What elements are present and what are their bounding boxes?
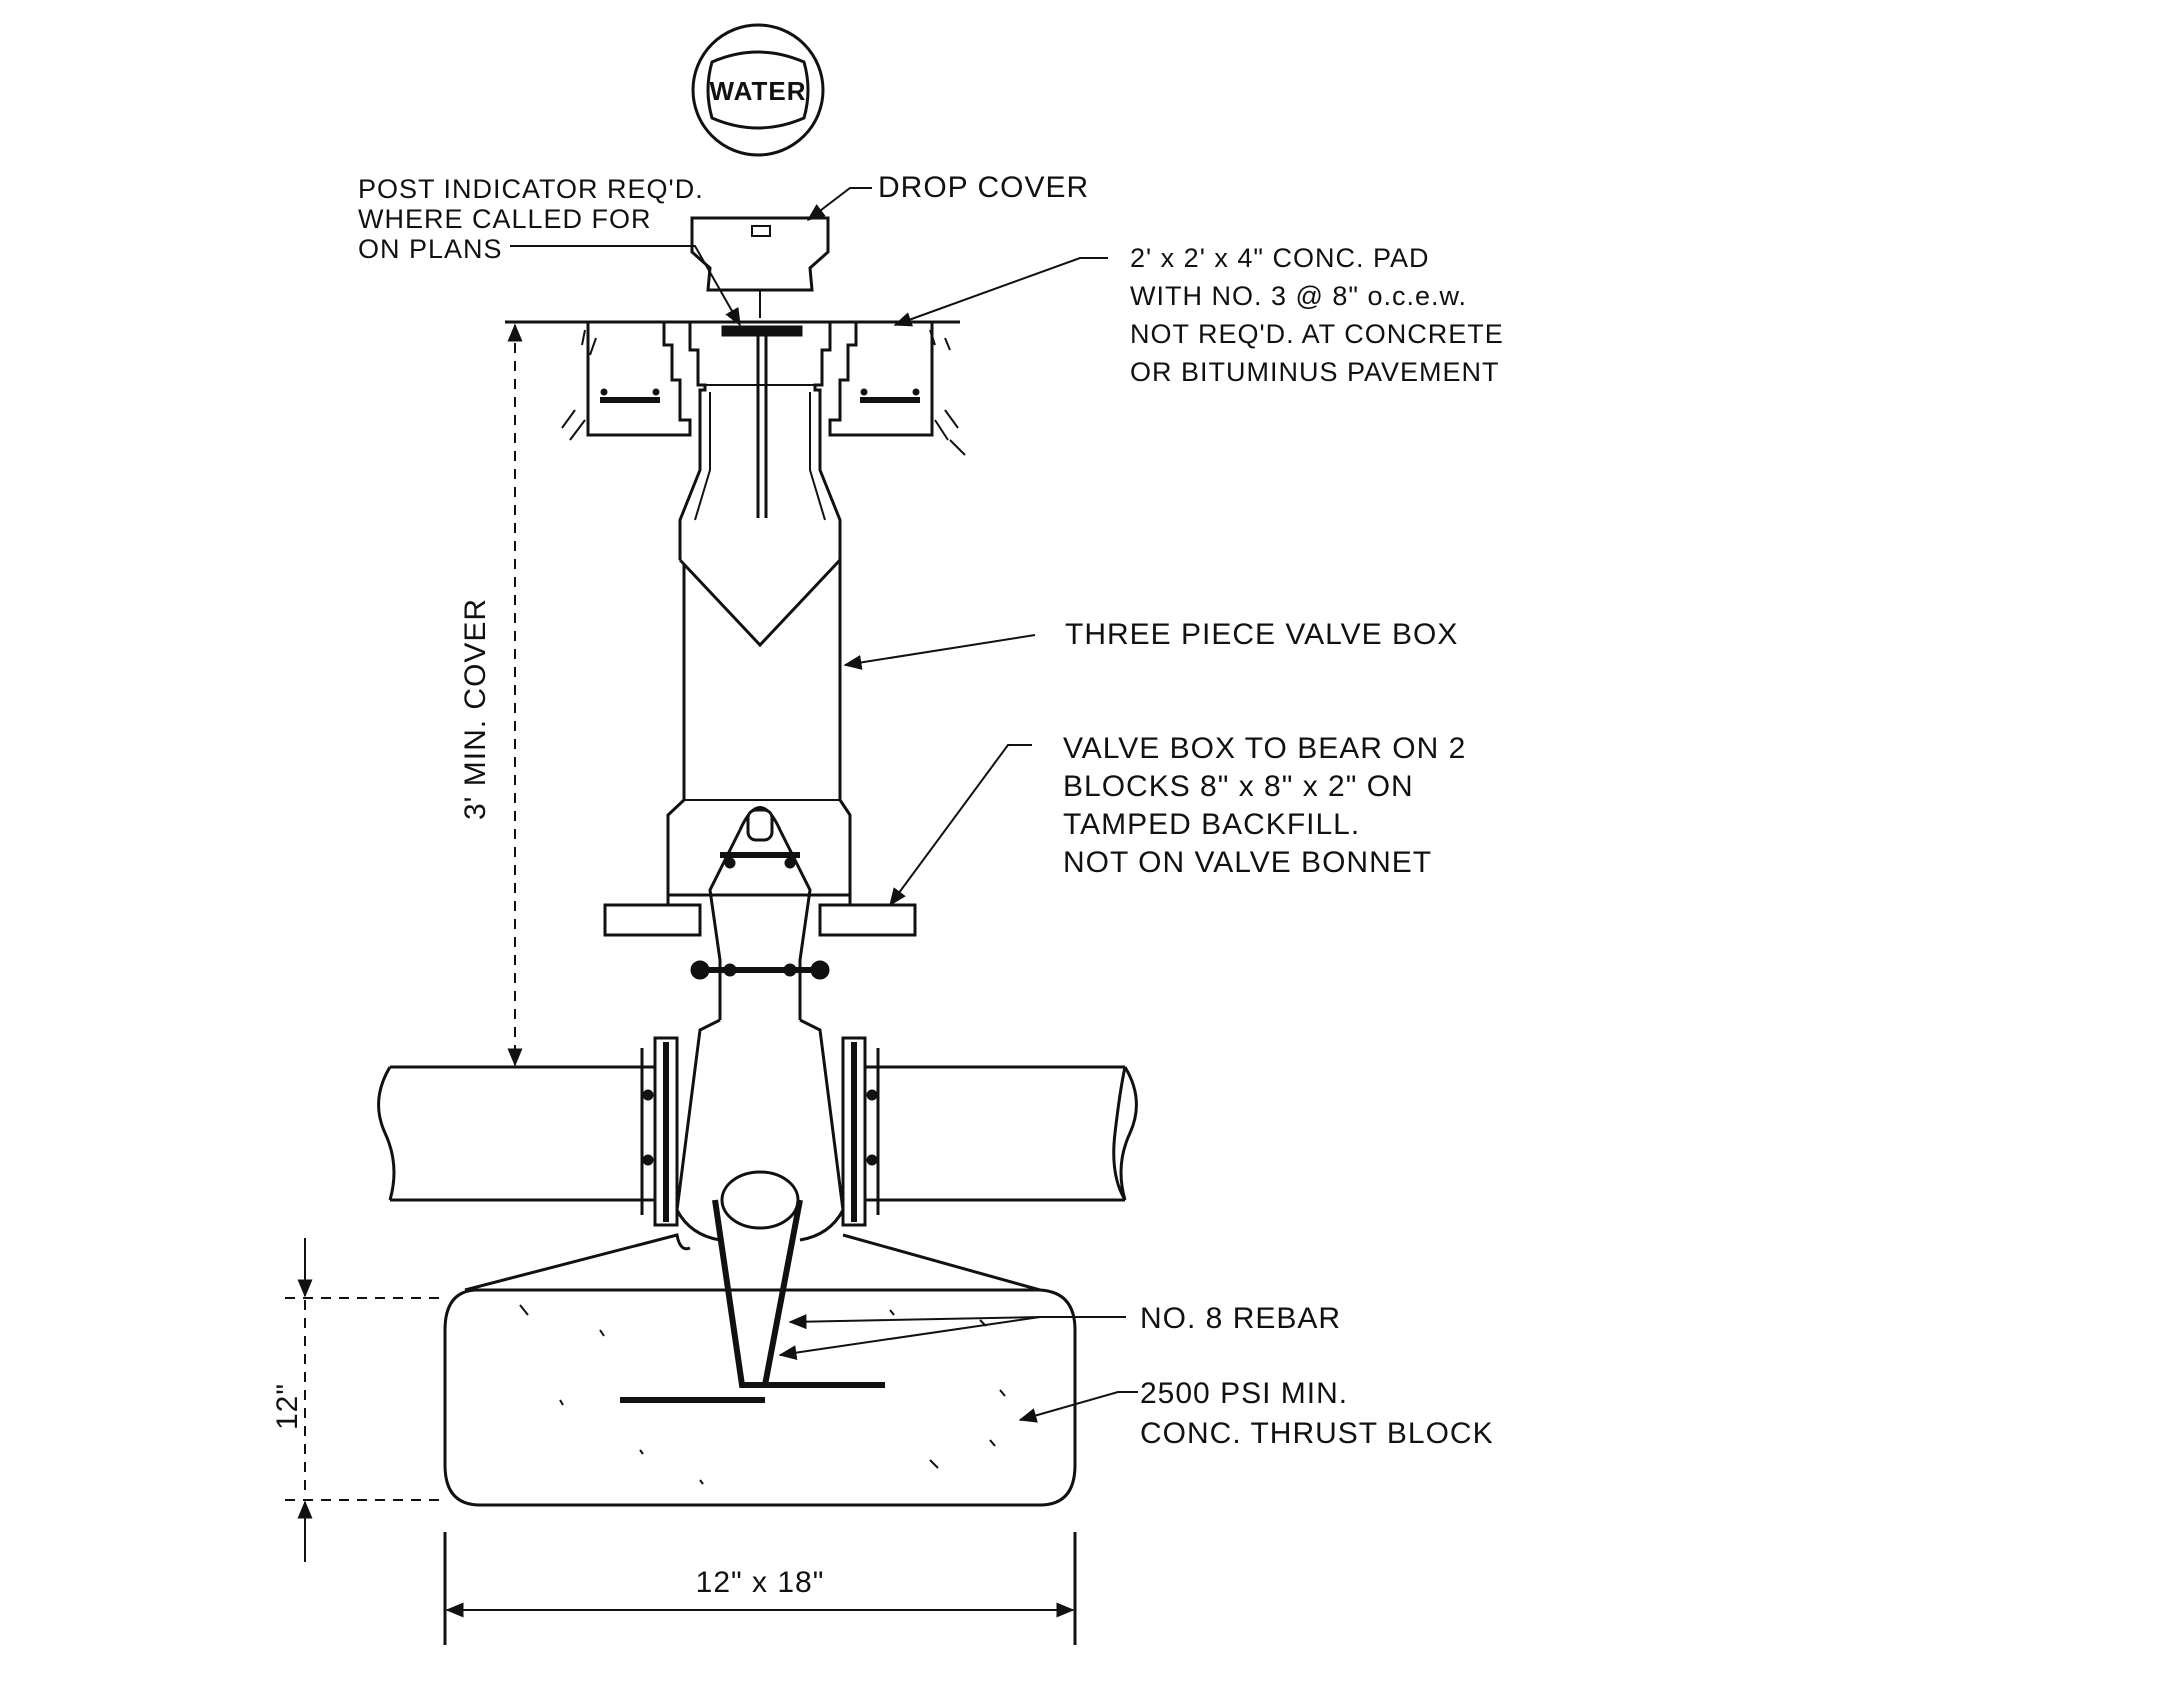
block-size-label: 12" x 18" — [696, 1566, 825, 1599]
water-main-pipe — [377, 1065, 1138, 1202]
post-indicator-label: POST INDICATOR REQ'D. WHERE CALLED FOR O… — [358, 174, 712, 264]
block-size-dimension: 12" x 18" — [443, 1532, 1077, 1645]
post-indicator-line-2: WHERE CALLED FOR — [358, 204, 652, 234]
valve-box-label: THREE PIECE VALVE BOX — [1065, 618, 1458, 651]
pipe-flanges — [640, 1036, 880, 1227]
bear-blocks-line-3: TAMPED BACKFILL. — [1063, 808, 1360, 841]
post-indicator — [721, 325, 803, 518]
post-indicator-line-1: POST INDICATOR REQ'D. — [358, 174, 704, 204]
conc-pad-line-3: NOT REQ'D. AT CONCRETE — [1130, 319, 1504, 349]
min-cover-label: 3' MIN. COVER — [459, 598, 492, 820]
concrete-pad — [561, 322, 966, 456]
bear-blocks-line-2: BLOCKS 8" x 8" x 2" ON — [1063, 770, 1414, 803]
three-piece-valve-box — [666, 322, 852, 897]
block-height-label: 12" — [271, 1383, 304, 1430]
bear-blocks-line-1: VALVE BOX TO BEAR ON 2 — [1063, 732, 1466, 765]
thrust-block-line-2: CONC. THRUST BLOCK — [1140, 1417, 1494, 1450]
valve-bonnet — [690, 806, 830, 1020]
conc-pad-line-1: 2' x 2' x 4" CONC. PAD — [1130, 243, 1429, 273]
leader-lines — [510, 187, 1138, 1423]
thrust-block-line-1: 2500 PSI MIN. — [1140, 1377, 1348, 1410]
drop-cover — [690, 216, 830, 318]
no-8-rebar — [620, 1199, 885, 1403]
block-height-dimension: 12" — [271, 1238, 440, 1562]
drop-cover-label: DROP COVER — [878, 171, 1089, 204]
bear-blocks-line-4: NOT ON VALVE BONNET — [1063, 846, 1432, 879]
conc-pad-label: 2' x 2' x 4" CONC. PAD WITH NO. 3 @ 8" o… — [1130, 243, 1512, 387]
rebar-label: NO. 8 REBAR — [1140, 1302, 1341, 1335]
min-cover-dimension: 3' MIN. COVER — [459, 323, 523, 1067]
water-emblem-text: WATER — [710, 76, 807, 106]
bear-blocks-label: VALVE BOX TO BEAR ON 2 BLOCKS 8" x 8" x … — [1063, 732, 1476, 879]
annotations: DROP COVER POST INDICATOR REQ'D. WHERE C… — [358, 171, 1512, 1450]
thrust-block-label: 2500 PSI MIN. CONC. THRUST BLOCK — [1140, 1377, 1494, 1450]
bearing-blocks — [603, 895, 917, 937]
conc-pad-line-2: WITH NO. 3 @ 8" o.c.e.w. — [1130, 281, 1467, 311]
post-indicator-line-3: ON PLANS — [358, 234, 503, 264]
conc-pad-line-4: OR BITUMINUS PAVEMENT — [1130, 357, 1500, 387]
concrete-thrust-block — [443, 1233, 1077, 1507]
water-cover-emblem: WATER — [691, 23, 825, 157]
gate-valve-body — [675, 1018, 845, 1242]
